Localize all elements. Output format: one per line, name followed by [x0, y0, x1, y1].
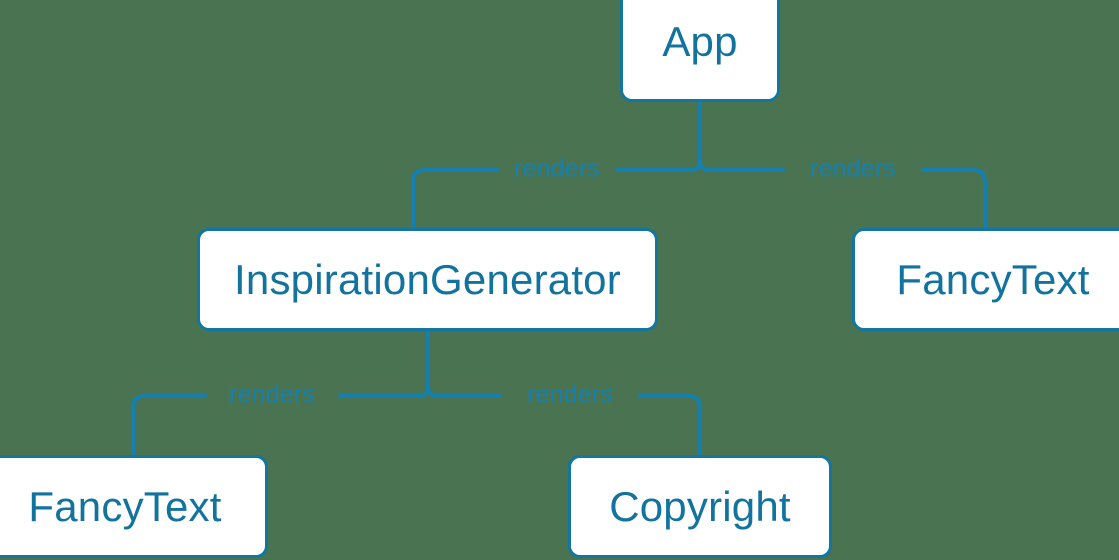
edge-label-app-to-fancy-text: renders — [809, 154, 897, 183]
edge-app-stem-right — [698, 99, 712, 172]
node-inspiration-generator[interactable]: InspirationGenerator — [197, 228, 658, 331]
edge-app-to-fancytext — [708, 168, 987, 230]
node-fancy-text-right[interactable]: FancyText — [852, 228, 1119, 331]
node-inspiration-generator-label: InspirationGenerator — [234, 255, 621, 303]
node-copyright-label: Copyright — [609, 482, 791, 530]
node-app[interactable]: App — [620, 0, 780, 102]
edge-label-inspiration-generator-to-copyright: renders — [526, 380, 614, 409]
node-fancy-text-bottom[interactable]: FancyText — [0, 455, 268, 558]
edge-label-app-to-inspiration-generator: renders — [513, 154, 601, 183]
edge-inspirationgenerator-stem-right — [426, 329, 440, 398]
edge-inspirationgenerator-to-copyright — [436, 394, 702, 457]
edge-inspirationgenerator-to-fancytext — [131, 394, 420, 457]
node-copyright[interactable]: Copyright — [568, 455, 832, 558]
node-fancy-text-bottom-label: FancyText — [28, 482, 222, 530]
edge-app-to-inspirationgenerator — [411, 168, 692, 230]
node-fancy-text-right-label: FancyText — [896, 255, 1090, 303]
edge-label-inspiration-generator-to-fancy-text: renders — [228, 380, 316, 409]
node-app-label: App — [662, 18, 738, 65]
